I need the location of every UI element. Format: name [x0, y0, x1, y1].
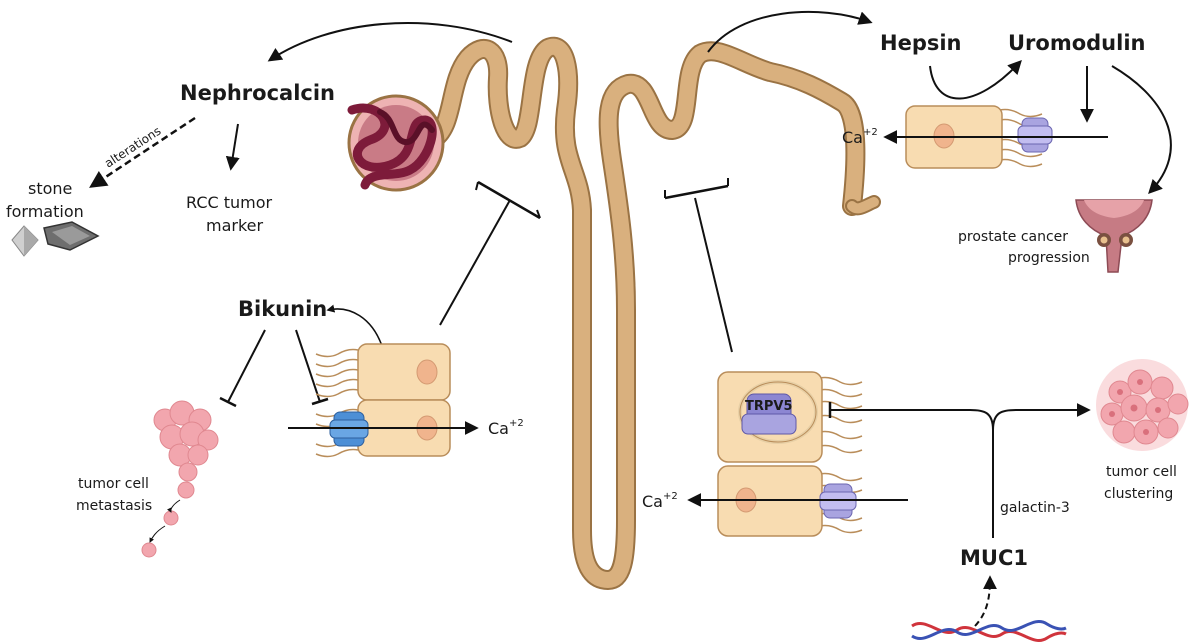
bikunin-cells [315, 343, 451, 458]
uromodulin-label: Uromodulin [1008, 31, 1145, 55]
ca-left-label: Ca+2 [488, 418, 524, 438]
nephron-tubule [422, 36, 881, 590]
nephrocalcin-label: Nephrocalcin [180, 81, 335, 105]
stone-label-2: formation [6, 202, 84, 221]
arrow-to-hepsin [707, 10, 873, 53]
bikunin-inhibit-metastasis [227, 329, 266, 403]
trpv5-label: TRPV5 [745, 399, 793, 414]
rcc-label-1: RCC tumor [186, 193, 273, 212]
galectin-label: galactin-3 [1000, 500, 1070, 516]
muc1-branch-arrows [828, 402, 1091, 538]
trpv5-cells: TRPV5 [717, 371, 863, 537]
bikunin-inhibit-channel [295, 329, 321, 403]
metastasis-label-1: tumor cell [78, 476, 149, 492]
stone-label-1: stone [28, 179, 72, 198]
tumor-clustering-illustration [1096, 359, 1189, 451]
prostate-label-2: progression [1008, 250, 1090, 266]
tumor-metastasis-illustration [141, 400, 219, 558]
arrow-hepsin-to-uromodulin [929, 59, 1022, 100]
dna-to-muc1-arrow [974, 575, 997, 627]
muc1-label: MUC1 [960, 546, 1028, 570]
arrow-to-bikunin [326, 304, 383, 347]
alterations-label: alterations [102, 124, 164, 171]
stone-crystals-illustration [11, 221, 100, 257]
ca-bottom-label: Ca+2 [642, 491, 678, 511]
prostate-illustration [1075, 199, 1153, 273]
inhibition-right [664, 178, 733, 353]
rcc-label-2: marker [206, 216, 264, 235]
prostate-label-1: prostate cancer [958, 229, 1068, 245]
inhibition-left [439, 180, 541, 326]
arrow-to-nephrocalcin [267, 21, 513, 62]
ca-top-label: Ca+2 [842, 127, 878, 147]
hepsin-label: Hepsin [880, 31, 962, 55]
glomerulus-illustration [347, 94, 445, 192]
dashed-arrow-stone [89, 116, 196, 188]
bikunin-label: Bikunin [238, 297, 327, 321]
metastasis-label-2: metastasis [76, 498, 152, 514]
clustering-label-1: tumor cell [1106, 464, 1177, 480]
arrow-to-prostate [1111, 65, 1172, 195]
arrow-rcc [225, 123, 240, 171]
clustering-label-2: clustering [1104, 486, 1173, 502]
dna-helix-illustration [911, 620, 1067, 642]
